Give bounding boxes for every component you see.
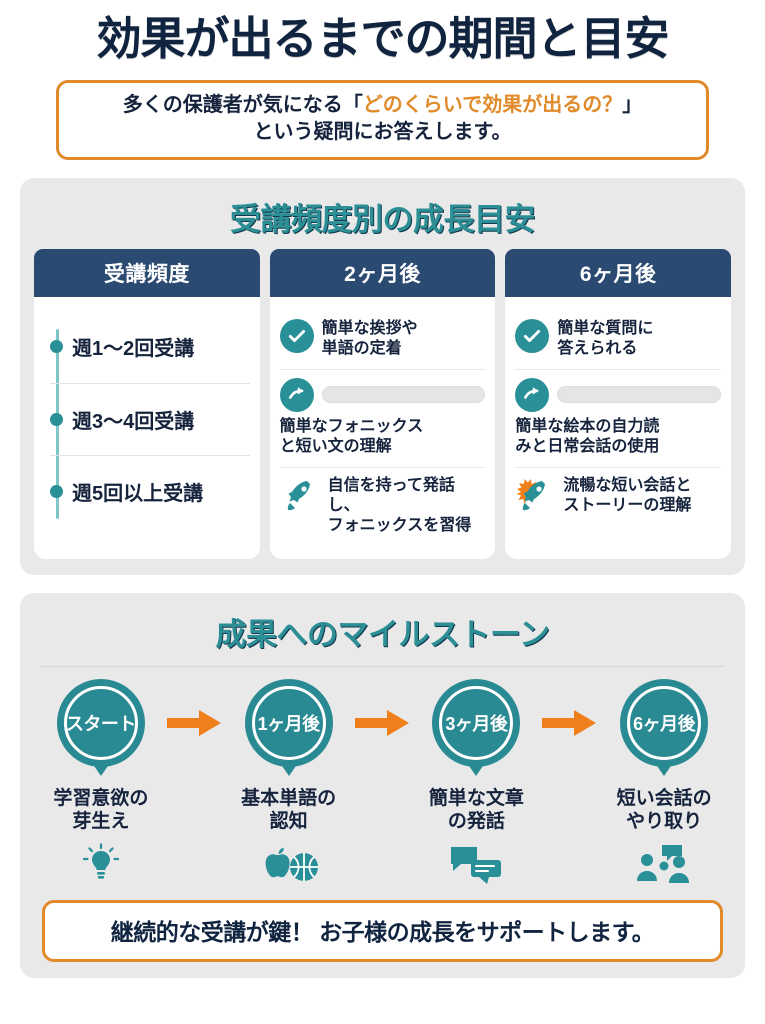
- outcome-row: 簡単な挨拶や単語の定着: [279, 311, 486, 369]
- rocket-burst-icon: [515, 476, 555, 514]
- rocket-icon: [280, 476, 320, 514]
- progress-bar: [321, 386, 486, 404]
- milestone-caption: 簡単な文章の発話: [428, 787, 524, 833]
- subtitle-post: 」: [622, 93, 643, 116]
- badge-label: スタート: [65, 713, 137, 734]
- outcome-text: 簡単な質問に答えられる: [557, 319, 654, 357]
- speech-bubbles-icon: [414, 842, 540, 886]
- subtitle-callout: 多くの保護者が気になる「どのくらいで効果が出るの？」 という疑問にお答えします。: [56, 79, 709, 160]
- outcome-row: 簡単なフォニックスと短い文の理解: [279, 368, 486, 467]
- column-six-month: 6ヶ月後 簡単な質問に答えられる: [505, 248, 732, 559]
- outcome-row: 流暢な短い会話とストーリーの理解: [515, 467, 722, 526]
- subtitle-line-1: 多くの保護者が気になる「どのくらいで効果が出るの？」: [69, 92, 696, 119]
- list-item: 週1〜2回受講: [50, 311, 250, 383]
- milestone-badge: 3ヶ月後: [432, 678, 521, 767]
- list-item: 週5回以上受講: [50, 454, 250, 527]
- outcome-text: 流暢な短い会話とストーリーの理解: [563, 477, 692, 515]
- badge-label: 3ヶ月後: [445, 713, 508, 734]
- milestone-step: 6ヶ月後 短い会話のやり取り: [601, 678, 727, 886]
- outcome-row: 簡単な絵本の自力読みと日常会話の使用: [515, 368, 722, 467]
- column-header-six-month: 6ヶ月後: [505, 248, 732, 297]
- milestone-badge: スタート: [56, 678, 145, 767]
- frequency-list: 週1〜2回受講 週3〜4回受講 週5回以上受講: [44, 311, 250, 547]
- outcome-text: 簡単なフォニックスと短い文の理解: [279, 417, 424, 455]
- milestone-panel: 成果へのマイルストーン スタート 学習意欲の芽生え: [20, 592, 745, 978]
- people-talking-icon: [601, 842, 727, 886]
- milestone-step: 1ヶ月後 基本単語の認知: [226, 678, 352, 886]
- outcome-row: 自信を持って発話し、フォニックスを習得: [279, 467, 486, 546]
- badge-label: 1ヶ月後: [257, 713, 321, 734]
- footer-text: 継続的な受講が鍵！ お子様の成長をサポートします。: [110, 918, 655, 945]
- milestone-caption: 基本単語の認知: [241, 787, 337, 833]
- frequency-label: 週5回以上受講: [72, 482, 204, 505]
- column-header-two-month: 2ヶ月後: [269, 248, 496, 297]
- subtitle-highlight: どのくらいで効果が出るの？: [362, 93, 623, 116]
- lightbulb-icon: [38, 842, 164, 886]
- milestone-caption: 短い会話のやり取り: [616, 787, 712, 833]
- footer-callout: 継続的な受講が鍵！ お子様の成長をサポートします。: [42, 899, 723, 962]
- divider: [40, 665, 725, 667]
- page-title: 効果が出るまでの期間と目安: [96, 13, 669, 64]
- column-body-two-month: 簡単な挨拶や単語の定着 簡単なフォニックスと短い文の理解: [269, 296, 496, 559]
- bullet-dot-icon: [50, 340, 63, 353]
- arrow-right-icon: [352, 679, 414, 767]
- milestone-step: スタート 学習意欲の芽生え: [38, 678, 164, 886]
- apple-ball-icon: [226, 842, 352, 886]
- progress-row: [279, 377, 486, 412]
- milestone-row: スタート 学習意欲の芽生え: [34, 678, 731, 886]
- milestone-caption: 学習意欲の芽生え: [53, 787, 149, 833]
- frequency-label: 週3〜4回受講: [72, 410, 195, 433]
- arrow-circle-icon: [515, 377, 550, 412]
- milestone-badge: 6ヶ月後: [620, 678, 709, 767]
- bullet-dot-icon: [50, 484, 63, 498]
- badge-ring: [439, 685, 514, 760]
- growth-panel-title: 受講頻度別の成長目安: [230, 201, 536, 237]
- arrow-right-icon: [164, 679, 226, 767]
- column-two-month: 2ヶ月後 簡単な挨拶や単語の定着: [269, 248, 496, 559]
- column-header-frequency: 受講頻度: [34, 248, 260, 297]
- growth-columns: 受講頻度 週1〜2回受講 週3〜4回受講: [34, 248, 732, 559]
- milestone-step: 3ヶ月後 簡単な文章の発話: [414, 678, 540, 886]
- badge-label: 6ヶ月後: [633, 713, 696, 734]
- outcome-row: 簡単な質問に答えられる: [515, 311, 721, 369]
- arrow-right-icon: [539, 679, 601, 767]
- badge-ring: [627, 685, 702, 760]
- badge-ring: [63, 685, 138, 760]
- column-body-frequency: 週1〜2回受講 週3〜4回受講 週5回以上受講: [34, 296, 260, 559]
- check-circle-sparkle-icon: [515, 312, 552, 353]
- outcome-text: 簡単な絵本の自力読みと日常会話の使用: [515, 417, 660, 455]
- outcome-text: 簡単な挨拶や単語の定着: [321, 319, 418, 357]
- bullet-dot-icon: [50, 412, 63, 426]
- progress-row: [515, 377, 722, 412]
- check-circle-icon: [279, 318, 314, 353]
- list-item: 週3〜4回受講: [50, 382, 250, 455]
- subtitle-pre: 多くの保護者が気になる「: [122, 93, 363, 116]
- progress-bar: [557, 386, 722, 404]
- subtitle-line-2: という疑問にお答えします。: [253, 120, 512, 143]
- growth-panel: 受講頻度別の成長目安 受講頻度 週1〜2回受講 週3〜4回受講: [20, 177, 745, 575]
- outcome-text: 自信を持って発話し、フォニックスを習得: [327, 477, 472, 535]
- column-frequency: 受講頻度 週1〜2回受講 週3〜4回受講: [34, 248, 260, 559]
- arrow-circle-icon: [279, 377, 314, 412]
- badge-ring: [251, 685, 326, 760]
- column-body-six-month: 簡単な質問に答えられる 簡単な絵本の自力読みと日常会話の使用: [505, 296, 732, 559]
- frequency-label: 週1〜2回受講: [72, 338, 195, 360]
- milestone-badge: 1ヶ月後: [244, 678, 333, 767]
- milestone-panel-title: 成果へのマイルストーン: [215, 616, 550, 652]
